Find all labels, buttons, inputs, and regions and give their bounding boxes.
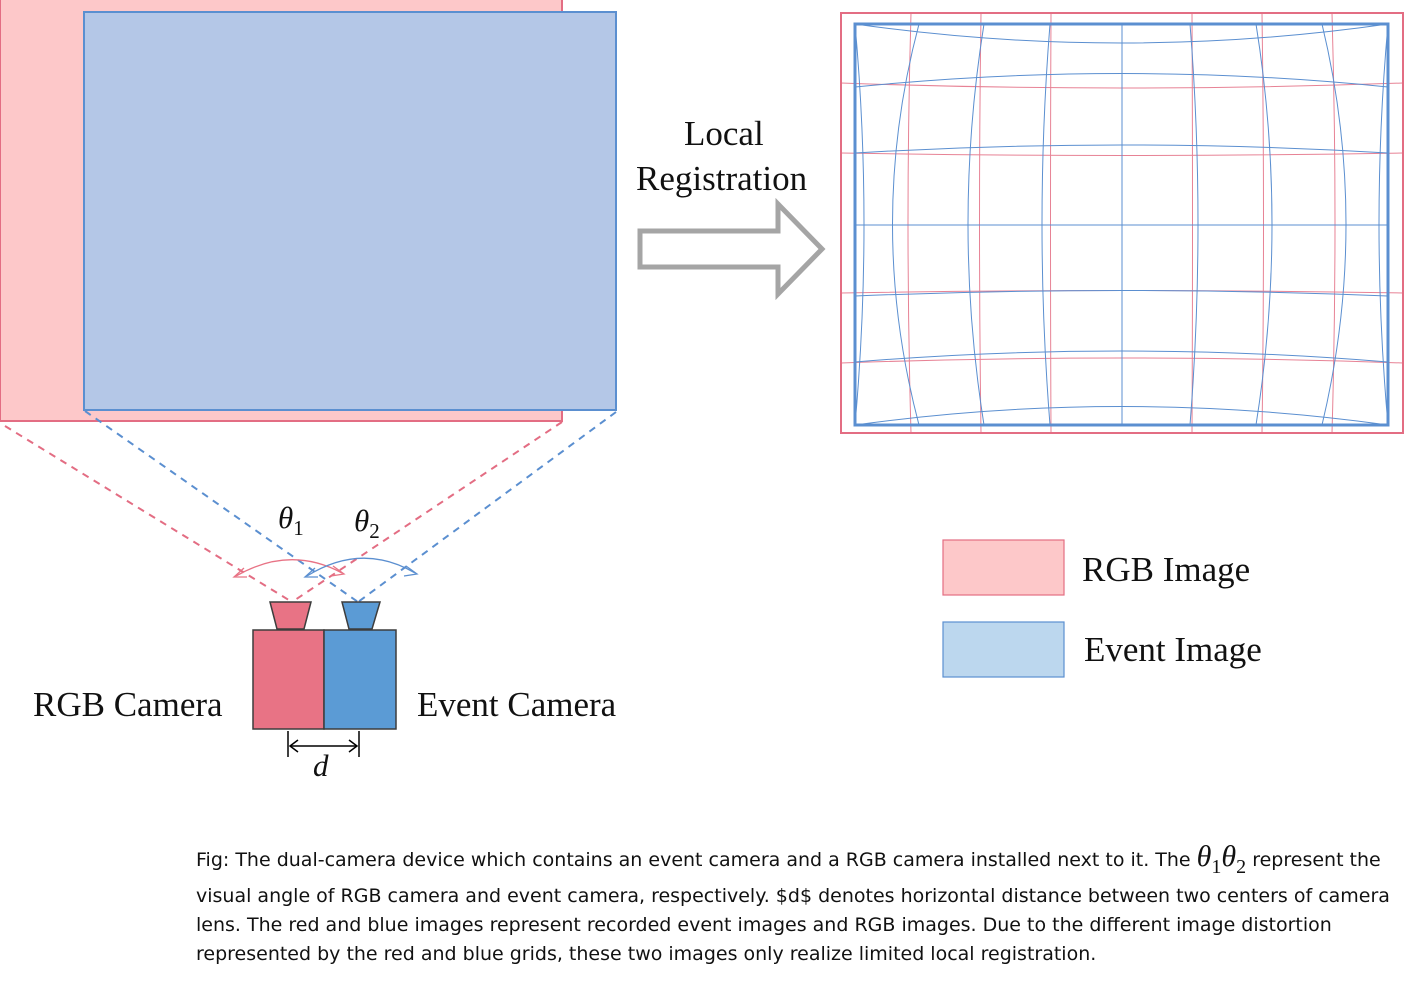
theta1-arc-arrow-left bbox=[232, 567, 247, 578]
legend-event-swatch bbox=[942, 621, 1065, 678]
rgb-camera-lens bbox=[269, 601, 312, 630]
arrow-label-line1: Local bbox=[684, 114, 764, 153]
theta2-arc bbox=[306, 557, 416, 577]
rgb-fov-lines bbox=[4, 421, 563, 603]
distance-label: d bbox=[313, 748, 329, 783]
distance-marker bbox=[287, 731, 360, 757]
rgb-camera-body bbox=[252, 629, 325, 730]
legend-rgb-label: RGB Image bbox=[1082, 550, 1251, 589]
arrow-label-line2: Registration bbox=[636, 159, 808, 198]
figure-caption: Fig: The dual-camera device which contai… bbox=[196, 842, 1396, 969]
legend-rgb-swatch bbox=[942, 539, 1065, 596]
legend-event-label: Event Image bbox=[1084, 630, 1262, 669]
theta1-subscript: 1 bbox=[293, 516, 304, 541]
event-camera-lens bbox=[341, 601, 382, 630]
theta1-arc-arrow-right bbox=[330, 565, 346, 577]
caption-theta1: θ1 bbox=[1196, 840, 1222, 879]
registration-arrow bbox=[637, 197, 826, 301]
caption-suffix: represent the visual angle of RGB camera… bbox=[196, 849, 1390, 965]
theta2-arc-arrow-left bbox=[303, 567, 318, 578]
event-distortion-grid bbox=[854, 23, 1389, 426]
event-camera-body bbox=[323, 629, 397, 730]
event-camera-label: Event Camera bbox=[417, 685, 617, 724]
theta2-label: θ2 bbox=[354, 503, 380, 544]
event-image-rect bbox=[83, 11, 617, 411]
rgb-camera-label: RGB Camera bbox=[33, 685, 223, 724]
theta2-arc-arrow-right bbox=[403, 565, 419, 577]
theta1-arc bbox=[235, 559, 343, 577]
theta1-label: θ1 bbox=[278, 500, 304, 541]
caption-prefix: Fig: The dual-camera device which contai… bbox=[196, 849, 1197, 871]
theta2-subscript: 2 bbox=[369, 519, 380, 544]
caption-theta2: θ2 bbox=[1221, 840, 1247, 879]
